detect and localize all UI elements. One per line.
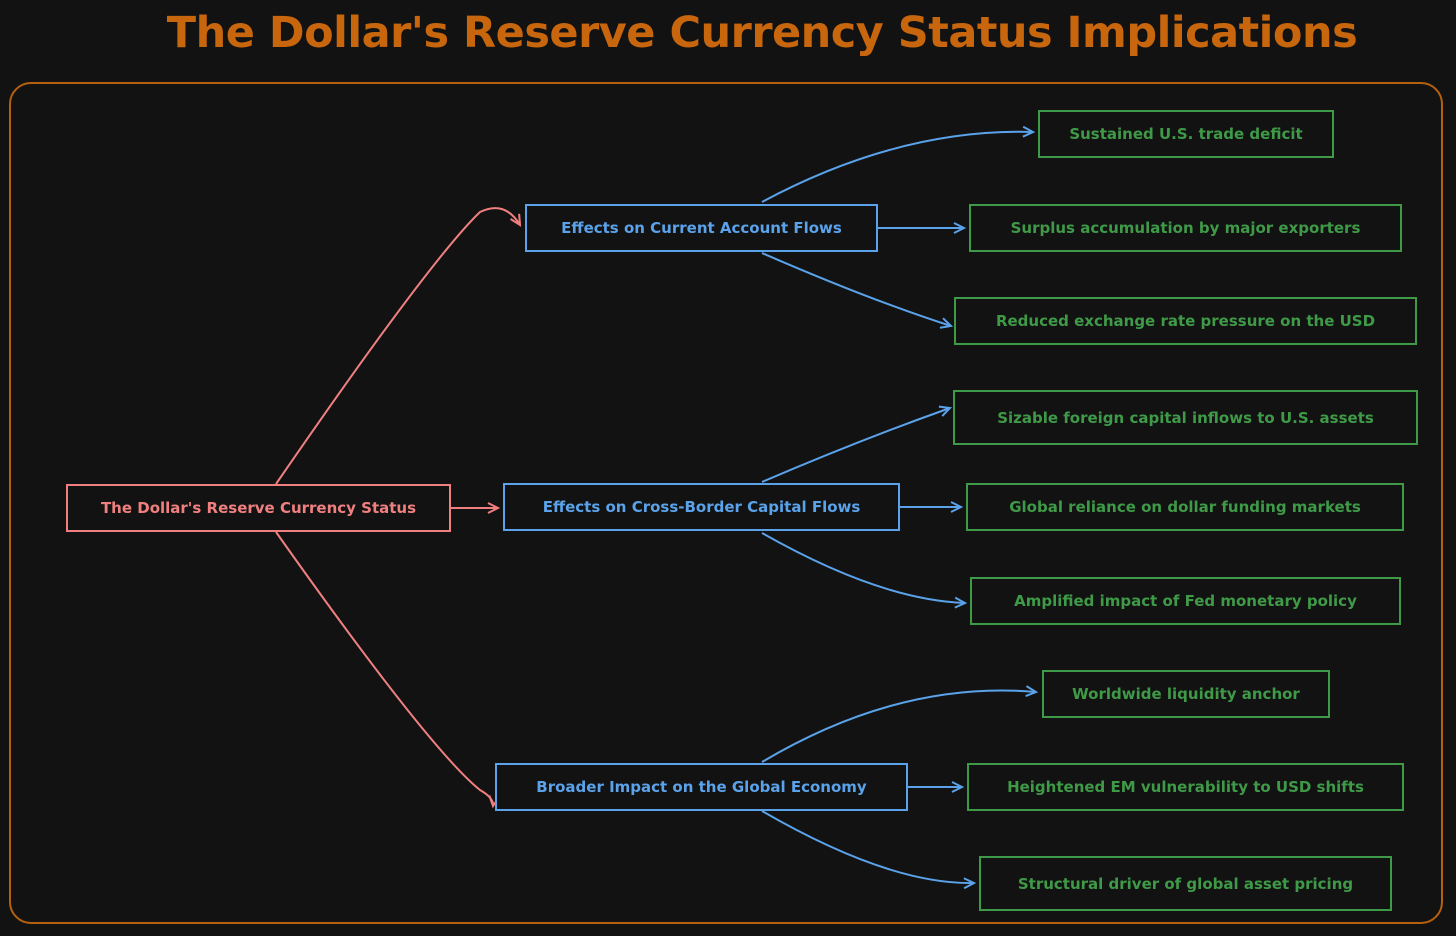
leaf-node: Worldwide liquidity anchor <box>1042 670 1330 718</box>
leaf-label: Surplus accumulation by major exporters <box>1010 219 1361 237</box>
category-global-economy: Broader Impact on the Global Economy <box>495 763 908 811</box>
diagram-title: The Dollar's Reserve Currency Status Imp… <box>166 8 1358 58</box>
edge-capital-flows-to-leaf-3 <box>761 532 968 609</box>
leaf-node: Sustained U.S. trade deficit <box>1038 110 1334 158</box>
leaf-node: Reduced exchange rate pressure on the US… <box>954 297 1417 345</box>
root-node: The Dollar's Reserve Currency Status <box>66 484 451 532</box>
root-node-label: The Dollar's Reserve Currency Status <box>100 499 417 517</box>
diagram-frame <box>9 82 1443 924</box>
leaf-node: Heightened EM vulnerability to USD shift… <box>967 763 1404 811</box>
leaf-label: Sizable foreign capital inflows to U.S. … <box>997 408 1374 427</box>
leaf-node: Amplified impact of Fed monetary policy <box>970 577 1401 625</box>
leaf-node: Structural driver of global asset pricin… <box>979 856 1392 911</box>
leaf-node: Sizable foreign capital inflows to U.S. … <box>953 390 1418 445</box>
edge-current-account-to-leaf-3 <box>761 252 954 329</box>
category-label: Effects on Cross-Border Capital Flows <box>542 498 861 516</box>
category-current-account: Effects on Current Account Flows <box>525 204 878 252</box>
leaf-label: Heightened EM vulnerability to USD shift… <box>1007 778 1364 796</box>
leaf-node: Surplus accumulation by major exporters <box>969 204 1402 252</box>
leaf-label: Worldwide liquidity anchor <box>1072 685 1300 703</box>
category-label: Effects on Current Account Flows <box>561 219 842 237</box>
leaf-label: Global reliance on dollar funding market… <box>1009 498 1361 516</box>
edge-capital-flows-to-leaf-1 <box>761 405 953 483</box>
category-label: Broader Impact on the Global Economy <box>536 778 867 796</box>
leaf-label: Amplified impact of Fed monetary policy <box>1014 592 1357 610</box>
category-capital-flows: Effects on Cross-Border Capital Flows <box>503 483 900 531</box>
edge-global-economy-to-leaf-3 <box>761 810 977 890</box>
leaf-label: Reduced exchange rate pressure on the US… <box>995 312 1376 330</box>
leaf-label: Sustained U.S. trade deficit <box>1069 125 1303 143</box>
edge-global-economy-to-leaf-1 <box>761 685 1039 763</box>
edge-root-to-current-account <box>275 207 522 485</box>
leaf-label: Structural driver of global asset pricin… <box>1017 874 1354 893</box>
edge-root-to-global-economy <box>275 531 501 809</box>
edge-current-account-to-leaf-1 <box>761 125 1036 203</box>
leaf-node: Global reliance on dollar funding market… <box>966 483 1404 531</box>
